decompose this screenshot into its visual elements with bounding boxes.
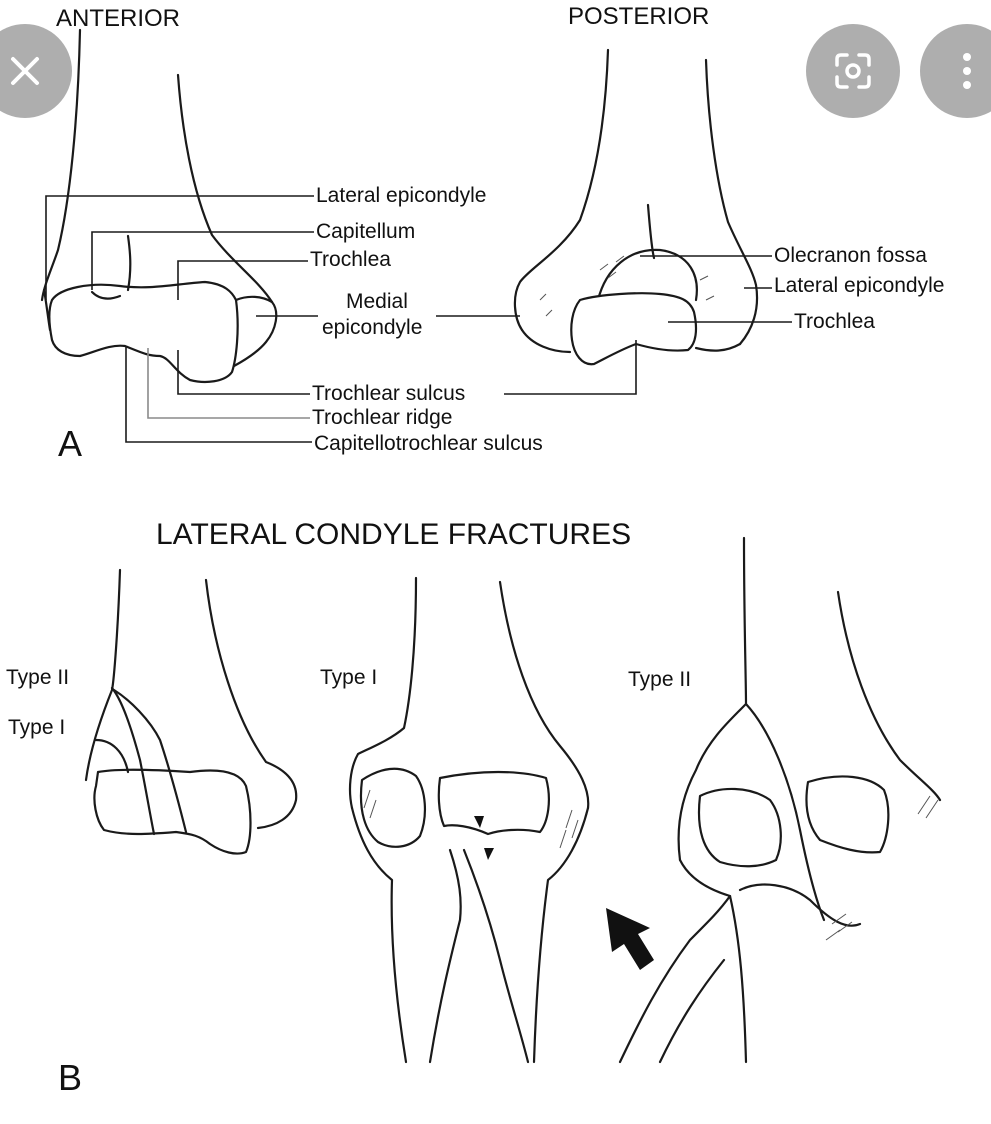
label-left-type-ii: Type II <box>6 666 69 689</box>
more-vertical-icon <box>963 53 971 89</box>
label-trochlea-anterior: Trochlea <box>310 248 391 271</box>
label-capitellum: Capitellum <box>316 220 415 243</box>
label-medial-epicondyle-line1: Medial <box>346 290 408 313</box>
posterior-heading: POSTERIOR <box>568 3 709 30</box>
fracture-middle-drawing <box>348 576 590 1064</box>
more-options-button[interactable] <box>920 24 991 118</box>
anterior-leader-lines <box>45 195 318 443</box>
label-olecranon-fossa: Olecranon fossa <box>774 244 927 267</box>
fracture-right-drawing <box>606 536 942 1064</box>
panel-letter-b: B <box>58 1057 82 1098</box>
posterior-leader-lines <box>436 255 792 395</box>
fracture-left-drawing <box>84 568 298 855</box>
anterior-heading: ANTERIOR <box>56 5 180 32</box>
label-right-type-ii: Type II <box>628 668 691 691</box>
close-button[interactable] <box>0 24 72 118</box>
anterior-humerus-drawing <box>40 28 278 383</box>
panel-b-title: LATERAL CONDYLE FRACTURES <box>156 518 631 551</box>
label-capitellotrochlear-sulcus: Capitellotrochlear sulcus <box>314 432 543 455</box>
label-left-type-i: Type I <box>8 716 65 739</box>
label-lateral-epicondyle-anterior: Lateral epicondyle <box>316 184 486 207</box>
displacement-arrow-icon <box>606 908 654 970</box>
label-trochlear-ridge: Trochlear ridge <box>312 406 452 429</box>
panel-letter-a: A <box>58 423 82 464</box>
lens-icon <box>835 53 871 89</box>
visual-search-button[interactable] <box>806 24 900 118</box>
label-trochlear-sulcus: Trochlear sulcus <box>312 382 465 405</box>
label-lateral-epicondyle-posterior: Lateral epicondyle <box>774 274 944 297</box>
label-middle-type-i: Type I <box>320 666 377 689</box>
close-icon <box>11 57 39 85</box>
label-trochlea-posterior: Trochlea <box>794 310 875 333</box>
posterior-humerus-drawing <box>513 48 759 366</box>
label-medial-epicondyle-line2: epicondyle <box>322 316 422 339</box>
